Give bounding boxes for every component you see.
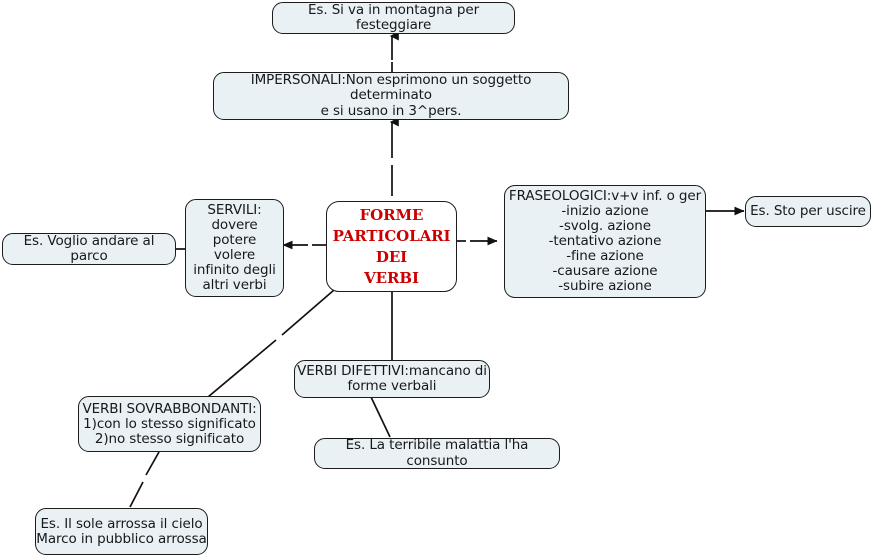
node-es-malattia[interactable]: Es. La terribile malattia l'ha consunto (314, 437, 560, 469)
edge-sovrabbondanti-es-arrossa (129, 451, 160, 508)
node-es-montagna[interactable]: Es. Si va in montagna per festeggiare (272, 2, 515, 34)
edge-center-sovrabbondanti (207, 289, 335, 398)
node-impersonali[interactable]: IMPERSONALI:Non esprimono un soggetto de… (213, 72, 569, 120)
node-sovrabbondanti[interactable]: VERBI SOVRABBONDANTI: 1)con lo stesso si… (78, 396, 261, 452)
node-forme-particolari-dei-verbi[interactable]: FORME PARTICOLARI DEI VERBI (326, 201, 457, 292)
node-fraseologici[interactable]: FRASEOLOGICI:v+v inf. o ger -inizio azio… (504, 185, 706, 298)
node-es-uscire[interactable]: Es. Sto per uscire (745, 196, 871, 227)
edge-difettivi-es-malattia (370, 396, 391, 438)
node-servili[interactable]: SERVILI: dovere potere volere infinito d… (185, 199, 284, 297)
node-difettivi[interactable]: VERBI DIFETTIVI:mancano di forme verbali (294, 360, 490, 398)
node-es-parco[interactable]: Es. Voglio andare al parco (2, 233, 176, 265)
node-es-arrossa[interactable]: Es. Il sole arrossa il cielo Marco in pu… (35, 508, 208, 555)
